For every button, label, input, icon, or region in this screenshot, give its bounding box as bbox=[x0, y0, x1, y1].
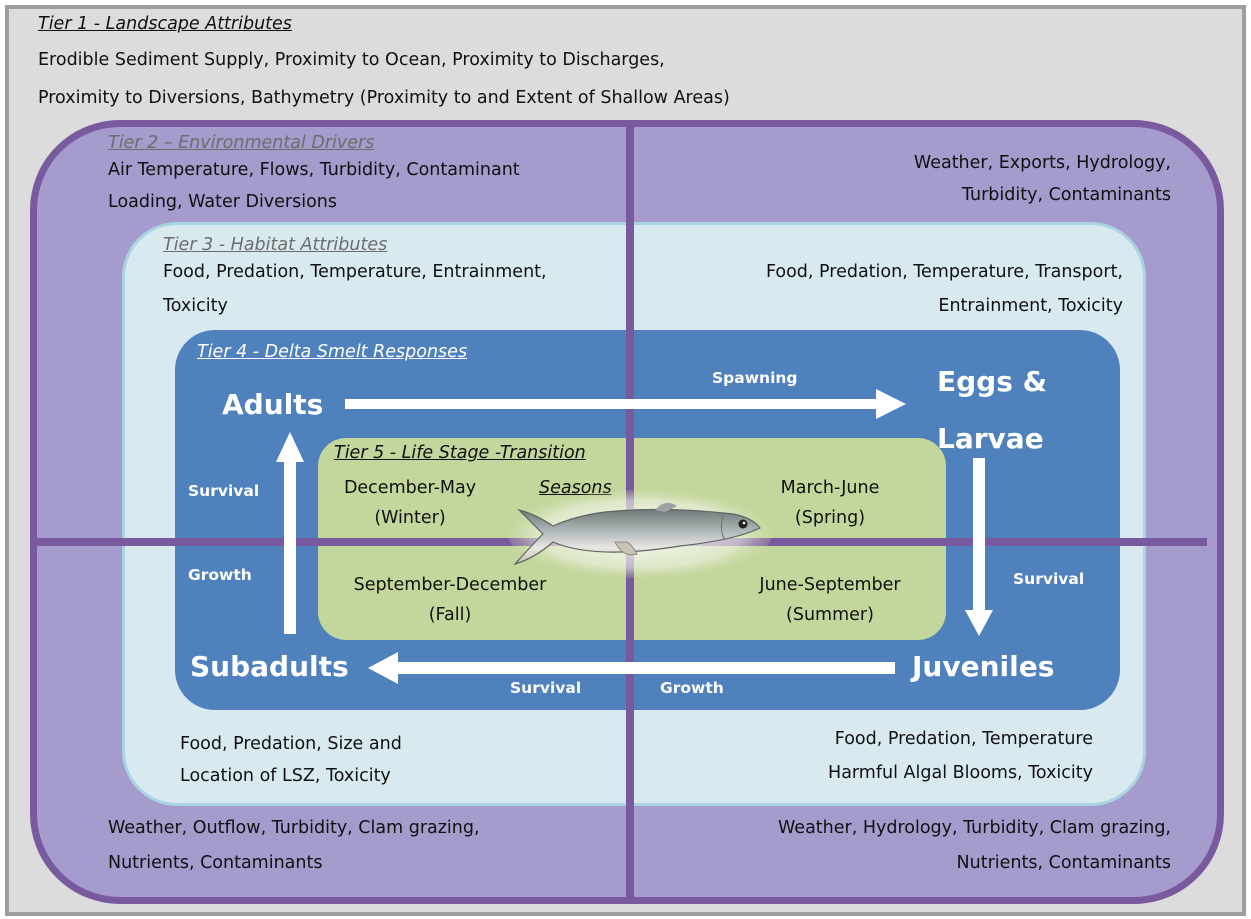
tier3-top-right-2: Entrainment, Toxicity bbox=[938, 296, 1123, 316]
label-survival-right: Survival bbox=[1013, 570, 1085, 588]
tier2-bottom-right-2: Nutrients, Contaminants bbox=[956, 853, 1171, 873]
summer-months: June-September bbox=[759, 575, 901, 595]
stage-eggs-line-2: Larvae bbox=[937, 422, 1044, 455]
tier2-bottom-left-1: Weather, Outflow, Turbidity, Clam grazin… bbox=[108, 818, 480, 838]
tier3-top-left-2: Toxicity bbox=[163, 296, 228, 316]
spring-season: March-June (Spring) bbox=[730, 473, 930, 533]
label-growth-bottom: Growth bbox=[660, 679, 724, 697]
tier2-top-left-1: Air Temperature, Flows, Turbidity, Conta… bbox=[108, 160, 520, 180]
summer-season: June-September (Summer) bbox=[730, 570, 930, 630]
winter-name: (Winter) bbox=[374, 508, 446, 528]
tier2-bottom-left-2: Nutrients, Contaminants bbox=[108, 853, 323, 873]
tier3-top-right-1: Food, Predation, Temperature, Transport, bbox=[765, 262, 1123, 282]
delta-smelt-fish-icon bbox=[508, 490, 772, 578]
eggs-to-juveniles-arrow bbox=[965, 458, 993, 636]
stage-adults: Adults bbox=[222, 388, 324, 421]
tier4-title: Tier 4 - Delta Smelt Responses bbox=[197, 342, 468, 362]
tier2-top-right-1: Weather, Exports, Hydrology, bbox=[913, 153, 1171, 173]
tier1-line-2: Proximity to Diversions, Bathymetry (Pro… bbox=[38, 88, 730, 108]
tier1-title: Tier 1 - Landscape Attributes bbox=[38, 14, 292, 34]
spring-name: (Spring) bbox=[794, 508, 866, 528]
label-survival-bottom: Survival bbox=[510, 679, 582, 697]
summer-name: (Summer) bbox=[786, 605, 874, 625]
tier3-title: Tier 3 - Habitat Attributes bbox=[163, 235, 388, 255]
label-survival-left: Survival bbox=[188, 482, 260, 500]
juveniles-to-subadults-arrow bbox=[368, 652, 895, 684]
winter-months: December-May bbox=[343, 478, 477, 498]
tier2-top-right-2: Turbidity, Contaminants bbox=[961, 185, 1171, 205]
tier3-top-left-1: Food, Predation, Temperature, Entrainmen… bbox=[163, 262, 547, 282]
tier3-bottom-right-2: Harmful Algal Blooms, Toxicity bbox=[828, 763, 1093, 783]
fall-months: September-December bbox=[353, 575, 547, 595]
fall-name: (Fall) bbox=[428, 605, 472, 625]
tier2-bottom-right-1: Weather, Hydrology, Turbidity, Clam graz… bbox=[778, 818, 1171, 838]
spring-months: March-June bbox=[780, 478, 880, 498]
label-growth-left: Growth bbox=[188, 566, 252, 584]
tier3-bottom-left-1: Food, Predation, Size and bbox=[180, 734, 402, 754]
label-spawning: Spawning bbox=[712, 369, 798, 387]
fall-season: September-December (Fall) bbox=[330, 570, 570, 630]
tier1-line-1: Erodible Sediment Supply, Proximity to O… bbox=[38, 50, 665, 70]
winter-season: December-May (Winter) bbox=[320, 473, 500, 533]
tier2-top-left-2: Loading, Water Diversions bbox=[108, 192, 338, 212]
stage-juveniles: Juveniles bbox=[912, 650, 1055, 683]
tier3-bottom-right-1: Food, Predation, Temperature bbox=[834, 729, 1093, 749]
tier5-title: Tier 5 - Life Stage -Transition bbox=[334, 443, 586, 463]
spawning-arrow bbox=[345, 389, 906, 419]
tier2-title: Tier 2 – Environmental Drivers bbox=[108, 133, 375, 153]
stage-subadults: Subadults bbox=[190, 650, 349, 683]
subadults-to-adults-arrow bbox=[276, 432, 304, 634]
tier3-bottom-left-2: Location of LSZ, Toxicity bbox=[180, 766, 391, 786]
stage-eggs-line-1: Eggs & bbox=[937, 365, 1048, 398]
